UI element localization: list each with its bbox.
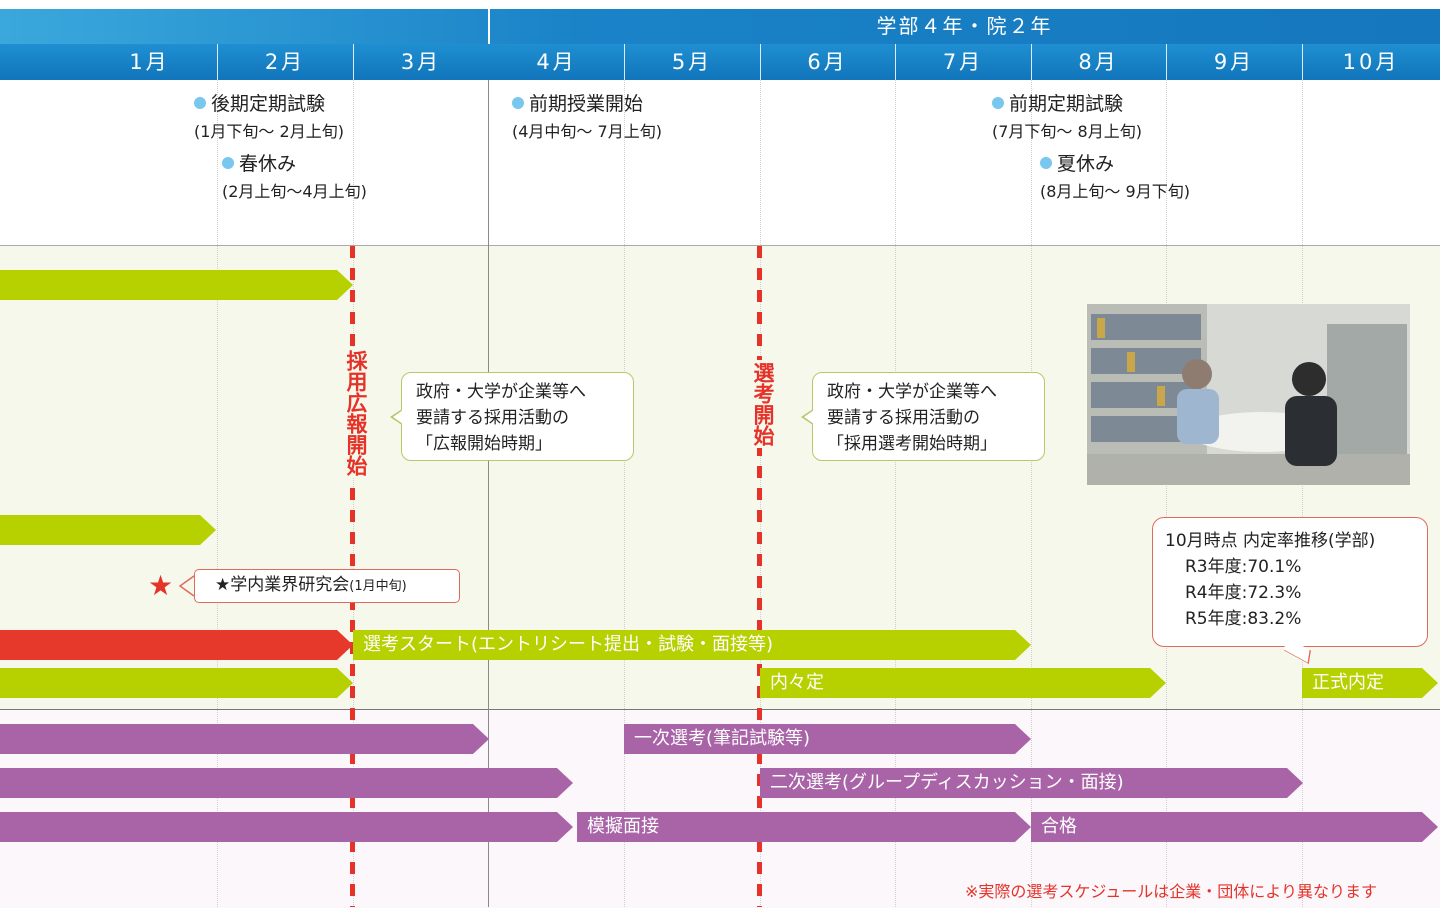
selection-start-arrow: 選考スタート(エントリシート提出・試験・面接等) <box>353 630 1031 660</box>
arrow-bar <box>0 668 353 698</box>
pr-start-label: 採用広報開始 <box>341 348 371 478</box>
event-summer-break-period: (8月上旬〜 9月下旬) <box>1040 182 1190 201</box>
month-aug: 8月 <box>1078 50 1119 74</box>
month-mar: 3月 <box>400 50 442 74</box>
star-icon: ★ <box>148 569 174 602</box>
consultation-photo <box>1087 304 1410 485</box>
pass-arrow: 合格 <box>1031 812 1438 842</box>
bullet-icon <box>512 97 524 109</box>
first-round-arrow: 一次選考(筆記試験等) <box>624 724 1031 754</box>
month-divider <box>217 44 218 80</box>
event-spring-break-period: (2月上旬〜4月上旬) <box>222 182 367 201</box>
month-apr: 4月 <box>536 50 577 74</box>
event-classes-start: 前期授業開始 <box>512 89 643 116</box>
header-divider <box>488 9 490 44</box>
bullet-icon <box>1040 157 1052 169</box>
month-jul: 7月 <box>942 50 984 74</box>
selection-callout: 政府・大学が企業等へ 要請する採用活動の 「採用選考開始時期」 <box>801 372 1045 461</box>
month-header: 1月 2月 3月 4月 5月 6月 7月 8月 9月 10月 <box>0 44 1440 80</box>
arrow-bar <box>0 724 489 754</box>
event-late-exams: 後期定期試験 <box>194 89 325 116</box>
offer-rate-r3: R3年度:70.1% <box>1185 557 1302 577</box>
month-divider <box>353 44 354 80</box>
event-spring-break: 春休み <box>222 149 296 176</box>
pr-callout: 政府・大学が企業等へ 要請する採用活動の 「広報開始時期」 <box>390 372 634 461</box>
grid-line-year <box>488 80 489 907</box>
seminar-label: ★学内業界研究会(1月中旬) <box>194 569 460 603</box>
formal-offer-arrow: 正式内定 <box>1302 668 1438 698</box>
event-early-exams: 前期定期試験 <box>992 89 1123 116</box>
arrow-bar <box>0 768 573 798</box>
month-divider <box>1166 44 1167 80</box>
informal-offer-arrow: 内々定 <box>760 668 1166 698</box>
consultation-photo-illustration <box>1087 304 1410 485</box>
event-late-exams-period: (1月下旬〜 2月上旬) <box>194 122 344 141</box>
grid-line <box>895 80 896 907</box>
event-summer-break: 夏休み <box>1040 149 1114 176</box>
grid-line <box>1166 80 1167 907</box>
grid-line <box>624 80 625 907</box>
month-divider <box>1031 44 1032 80</box>
mock-interview-arrow: 模擬面接 <box>577 812 1031 842</box>
bullet-icon <box>222 157 234 169</box>
month-oct: 10月 <box>1342 50 1400 74</box>
month-divider <box>895 44 896 80</box>
footnote: ※実際の選考スケジュールは企業・団体により異なります <box>965 882 1377 901</box>
event-early-exams-period: (7月下旬〜 8月上旬) <box>992 122 1142 141</box>
arrow-bar <box>0 515 216 545</box>
grid-line <box>1302 80 1303 907</box>
offer-rate-r4: R4年度:72.3% <box>1185 583 1302 603</box>
offer-rate-r5: R5年度:83.2% <box>1185 609 1302 629</box>
month-feb: 2月 <box>264 50 306 74</box>
month-divider <box>760 44 761 80</box>
red-arrow <box>0 630 353 660</box>
arrow-bar <box>0 270 353 300</box>
arrow-bar <box>0 812 573 842</box>
pointer-icon <box>178 575 195 597</box>
selection-start-label: 選考開始 <box>748 360 778 448</box>
month-may: 5月 <box>671 50 713 74</box>
grid-line <box>217 80 218 907</box>
selection-start-line <box>757 246 762 907</box>
bullet-icon <box>992 97 1004 109</box>
offer-rate-title: 10月時点 内定率推移(学部) <box>1165 531 1376 551</box>
month-jun: 6月 <box>807 50 848 74</box>
month-sep: 9月 <box>1213 50 1255 74</box>
grid-line <box>1031 80 1032 907</box>
month-divider <box>624 44 625 80</box>
bullet-icon <box>194 97 206 109</box>
year-label: 学部４年・院２年 <box>876 14 1053 38</box>
month-divider <box>1302 44 1303 80</box>
year-header: 学部４年・院２年 <box>0 9 1440 44</box>
month-jan: 1月 <box>129 50 170 74</box>
event-classes-start-period: (4月中旬〜 7月上旬) <box>512 122 662 141</box>
second-round-arrow: 二次選考(グループディスカッション・面接) <box>760 768 1303 798</box>
offer-rate-box: 10月時点 内定率推移(学部) R3年度:70.1% R4年度:72.3% R5… <box>1152 517 1428 664</box>
